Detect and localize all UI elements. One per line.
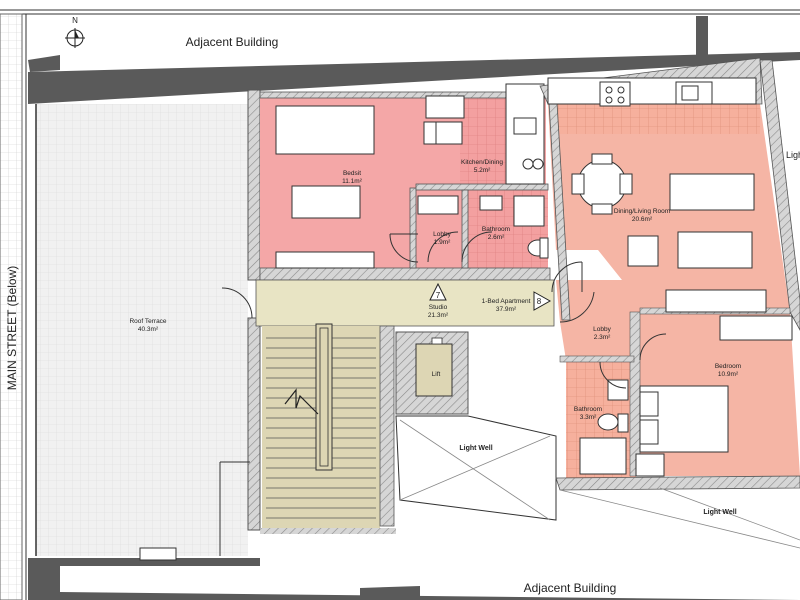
bathroom-studio-area: 2.6m² — [488, 234, 505, 241]
bedroom-area: 10.9m² — [718, 371, 739, 378]
street-strip — [0, 13, 23, 600]
lobby-studio-name: Lobby — [433, 231, 451, 238]
one-bed-area: 37.9m² — [496, 306, 517, 313]
lift-car — [415, 343, 453, 397]
lobby-apartment — [556, 280, 640, 360]
apartment-unit-number: 8 — [537, 297, 542, 306]
north-label: N — [72, 16, 78, 25]
bathroom-apartment-name: Bathroom — [574, 406, 602, 413]
bedroom-name: Bedroom — [715, 363, 741, 370]
roof-terrace-name: Roof Terrace — [129, 318, 166, 325]
kitchen-dining-area: 5.2m² — [474, 167, 491, 174]
bedsit-name: Bedsit — [343, 170, 361, 177]
adjacent-building-bottom-label: Adjacent Building — [524, 581, 617, 595]
light-well-right-label: Light Well — [703, 509, 736, 516]
light-top-right-label: Ligh — [786, 150, 800, 160]
studio-corridor — [255, 279, 555, 327]
lobby-apartment-area: 2.3m² — [594, 334, 611, 341]
one-bed-name: 1-Bed Apartment — [482, 298, 531, 305]
lift-name: Lift — [432, 371, 441, 378]
lobby-studio-area: 1.9m² — [434, 239, 451, 246]
lobby-apartment-name: Lobby — [593, 326, 611, 333]
apartment-unit-marker: 8 — [533, 291, 552, 311]
studio-area: 21.3m² — [428, 312, 449, 319]
bedsit-area: 11.1m² — [342, 178, 363, 185]
adjacent-building-top-label: Adjacent Building — [186, 35, 279, 49]
studio-unit-number: 7 — [436, 291, 441, 300]
dining-living-name: Dining/Living Room — [614, 208, 670, 215]
bathroom-apartment-area: 3.3m² — [580, 414, 597, 421]
bathroom-studio-name: Bathroom — [482, 226, 510, 233]
main-street-label: MAIN STREET (Below) — [5, 266, 19, 390]
north-arrow-icon — [65, 28, 85, 48]
light-well-center-label: Light Well — [459, 445, 492, 452]
roof-terrace-area: 40.3m² — [138, 326, 159, 333]
kitchen-dining-name: Kitchen/Dining — [461, 159, 503, 166]
studio-unit-marker: 7 — [429, 282, 447, 301]
studio-name: Studio — [429, 304, 448, 311]
dining-living-area: 20.6m² — [632, 216, 653, 223]
